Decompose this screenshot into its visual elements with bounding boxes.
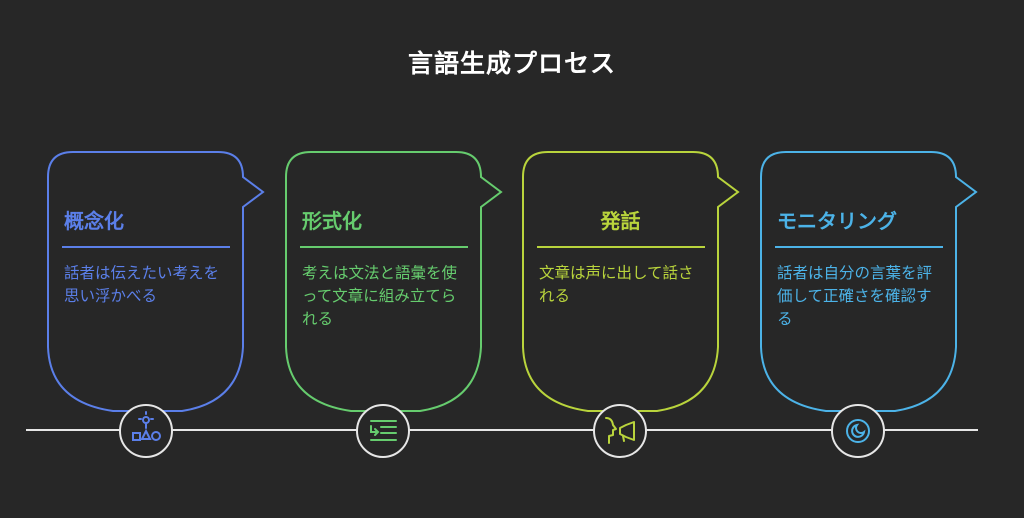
concept-shapes-icon	[132, 411, 161, 441]
step-card-2-outline	[285, 151, 503, 412]
step-card-3-outline	[522, 151, 740, 412]
diagram-title: 言語生成プロセス	[407, 49, 616, 78]
step-3-title: 発話	[600, 209, 641, 233]
list-indent-icon	[370, 420, 397, 441]
step-2-description: 考えは文法と語彙を使って文章に組み立てられる	[302, 264, 458, 328]
step-2-title: 形式化	[302, 209, 362, 233]
step-4-description: 話者は自分の言葉を評価して正確さを確認する	[777, 264, 933, 328]
moon-circle-icon	[846, 419, 870, 443]
step-card-1	[47, 151, 265, 458]
step-card-4	[760, 151, 978, 458]
step-card-1-outline	[47, 151, 265, 412]
step-1-title: 概念化	[64, 209, 124, 233]
speaking-head-icon	[605, 417, 635, 444]
step-1-description: 話者は伝えたい考えを思い浮かべる	[64, 264, 220, 305]
step-3-description: 文章は声に出して話される	[539, 264, 694, 305]
step-4-title: モニタリング	[777, 209, 897, 233]
step-node-2	[356, 404, 410, 458]
step-card-2	[285, 151, 503, 458]
step-card-3	[522, 151, 740, 458]
step-card-4-outline	[760, 151, 978, 412]
